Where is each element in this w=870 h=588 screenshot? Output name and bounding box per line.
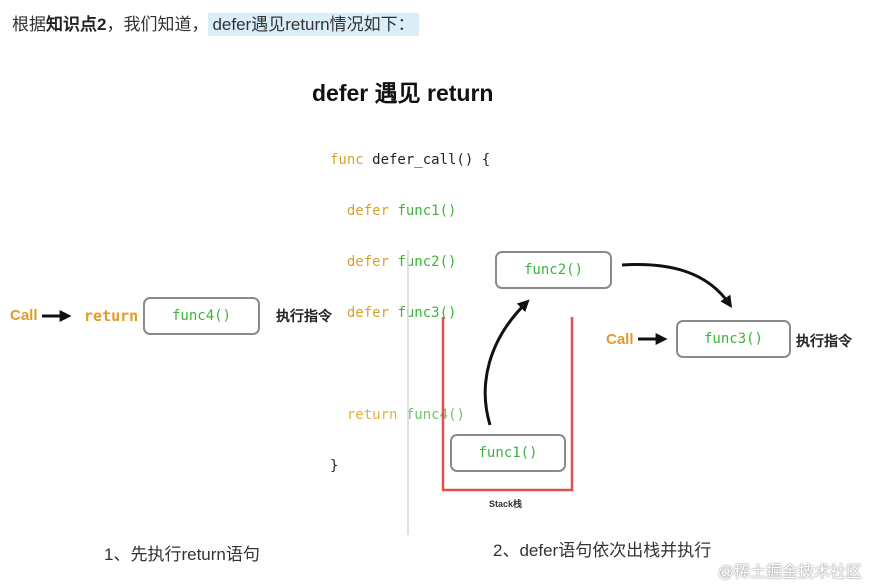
code-keyword: defer (346, 305, 390, 321)
watermark: @稀土掘金技术社区 (717, 564, 862, 581)
code-text: } (330, 458, 339, 474)
func4-box: func4() (143, 297, 260, 335)
intro-prefix: 根据 (12, 15, 46, 34)
left-exec-label: 执行指令 (276, 308, 332, 324)
intro-bold: 知识点2 (46, 15, 107, 34)
intro-middle: ，我们知道， (106, 15, 209, 34)
code-function: func1() (397, 203, 457, 219)
right-call-label: Call (606, 331, 634, 348)
stack-container (441, 317, 574, 492)
code-line-1: func defer_call() { (330, 152, 490, 169)
stack-label: Stack栈 (489, 499, 523, 509)
right-caption: 2、defer语句依次出栈并执行 (493, 541, 712, 560)
code-function: func3() (397, 305, 457, 321)
return-keyword-label: return (84, 307, 139, 325)
code-line-2: defer func1() (330, 203, 490, 220)
pop-arrow-func2-func3 (621, 263, 732, 308)
right-exec-label: 执行指令 (796, 333, 852, 349)
intro-text: 根据知识点2，我们知道，defer遇见return情况如下： (12, 12, 419, 38)
code-line-4: defer func3() (330, 305, 490, 322)
func2-box: func2() (495, 251, 612, 289)
pop-arrow-func1-func2 (483, 299, 530, 426)
code-block: func defer_call() { defer func1() defer … (330, 118, 490, 492)
left-caption: 1、先执行return语句 (104, 545, 260, 564)
code-keyword: defer (346, 203, 390, 219)
code-line-7: } (330, 458, 490, 475)
code-keyword: func (330, 152, 364, 168)
code-keyword: defer (346, 254, 390, 270)
code-line-3: defer func2() (330, 254, 490, 271)
code-keyword: return (346, 407, 398, 423)
code-line-6: return func4() (330, 407, 490, 424)
func3-box: func3() (676, 320, 791, 358)
intro-highlight: defer遇见return情况如下： (208, 13, 419, 36)
code-function: func2() (397, 254, 457, 270)
figure-title: defer 遇见 return (312, 80, 494, 106)
code-text: defer_call() { (363, 152, 491, 168)
left-call-label: Call (10, 307, 38, 324)
func1-box: func1() (450, 434, 566, 472)
code-function: func4() (405, 407, 465, 423)
